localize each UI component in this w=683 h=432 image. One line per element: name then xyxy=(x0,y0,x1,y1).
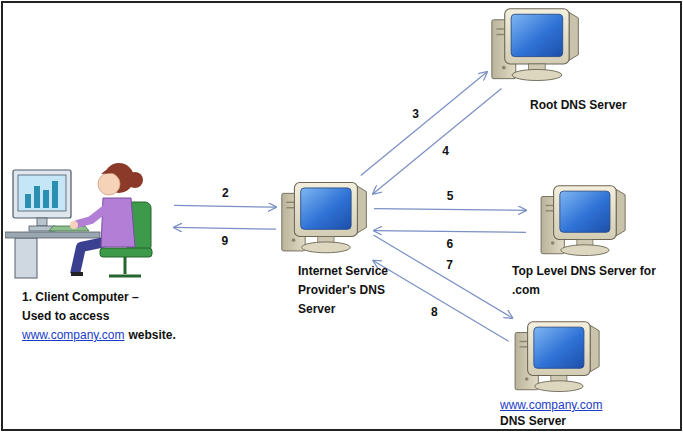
step-number: 3 xyxy=(410,107,421,121)
request-arrow xyxy=(373,235,512,318)
step-number: 5 xyxy=(445,189,456,203)
request-arrow xyxy=(374,231,526,233)
node-text-box: Top Level DNS Server for .com xyxy=(512,262,672,300)
request-arrow xyxy=(373,89,501,194)
computer-icon xyxy=(280,178,370,260)
tld-dns-server: Top Level DNS Server for .com xyxy=(512,184,672,300)
computer-drawing-use xyxy=(492,9,578,81)
step-number: 7 xyxy=(444,258,455,272)
node-label: Root DNS Server xyxy=(530,96,660,115)
isp-dns-server: Internet Service Provider's DNS Server xyxy=(280,178,420,319)
node-label: 1. Client Computer – Used to access xyxy=(22,288,162,326)
request-arrow xyxy=(373,261,508,342)
request-arrow xyxy=(361,72,487,175)
computer-icon xyxy=(5,150,170,280)
computer-drawing xyxy=(5,150,170,280)
root-dns-server: Root DNS Server xyxy=(490,6,660,115)
step-number: 4 xyxy=(440,144,451,158)
computer-icon xyxy=(512,320,604,396)
node-label: Internet Service Provider's DNS Server xyxy=(298,262,420,319)
step-number: 6 xyxy=(445,237,456,251)
node-text-box: www.company.comDNS Server xyxy=(500,397,630,429)
company-dns-server: www.company.comDNS Server xyxy=(500,320,630,429)
node-label: Top Level DNS Server for .com xyxy=(512,262,672,300)
computer-drawing xyxy=(280,178,370,260)
step-number: 9 xyxy=(219,234,230,248)
client-computer: 1. Client Computer – Used to access www.c… xyxy=(5,150,227,345)
computer-drawing-use xyxy=(515,322,599,392)
request-arrow xyxy=(174,227,276,229)
node-label: website. xyxy=(128,328,175,342)
step-number: 8 xyxy=(429,305,440,319)
node-text-box: Internet Service Provider's DNS Server xyxy=(298,262,420,319)
request-arrow xyxy=(374,209,526,211)
node-text-box: 1. Client Computer – Used to access www.c… xyxy=(22,288,227,345)
computer-drawing xyxy=(490,6,582,86)
computer-icon xyxy=(490,6,582,86)
computer-drawing-use xyxy=(5,163,152,278)
link-text: www.company.com xyxy=(500,398,602,412)
link-text: www.company.com xyxy=(22,328,124,342)
computer-drawing-use xyxy=(541,186,625,256)
node-text-box: Root DNS Server xyxy=(530,96,660,115)
step-number: 2 xyxy=(220,186,231,200)
computer-drawing-use xyxy=(282,183,367,253)
request-arrow xyxy=(174,205,276,207)
node-label: DNS Server xyxy=(500,413,630,429)
computer-drawing xyxy=(512,320,604,396)
computer-icon xyxy=(530,184,638,260)
computer-drawing xyxy=(530,184,638,260)
